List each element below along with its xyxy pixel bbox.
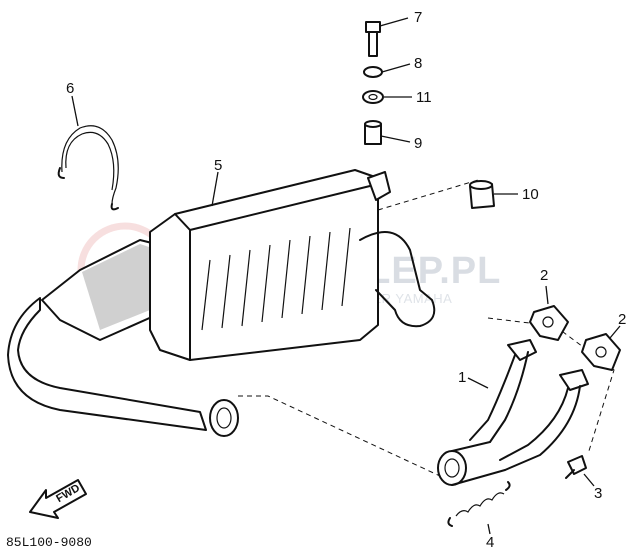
callout-2b: 2 [618, 311, 626, 328]
fwd-direction-arrow-icon: FWD [29, 479, 87, 519]
exhaust-front-pipe-part-1 [437, 339, 589, 486]
callout-2a: 2 [540, 267, 548, 284]
callout-8: 8 [414, 55, 422, 72]
gasket-part-2b [581, 333, 621, 371]
spring-part-6 [57, 125, 119, 211]
callouts: 7 8 11 9 6 5 10 2 2 1 3 4 [66, 9, 626, 551]
collar-part-9 [364, 120, 382, 145]
callout-4: 4 [486, 534, 494, 551]
bolt-part-7 [365, 21, 381, 57]
callout-7: 7 [414, 9, 422, 26]
muffler-part-5 [7, 169, 436, 437]
spring-part-4 [447, 481, 511, 527]
leader-lines [71, 17, 621, 535]
callout-10: 10 [522, 186, 539, 203]
callout-11: 11 [416, 89, 432, 106]
washer-part-8 [363, 66, 383, 78]
callout-1: 1 [458, 369, 466, 386]
callout-6: 6 [66, 80, 74, 97]
callout-9: 9 [414, 135, 422, 152]
grommet-part-10 [469, 180, 495, 209]
callout-3: 3 [594, 485, 602, 502]
diagram-code: 85L100-9080 [6, 535, 92, 550]
collar-part-11 [362, 90, 384, 104]
bolt-part-3 [565, 455, 587, 479]
gasket-part-2a [529, 305, 569, 341]
callout-5: 5 [214, 157, 222, 174]
